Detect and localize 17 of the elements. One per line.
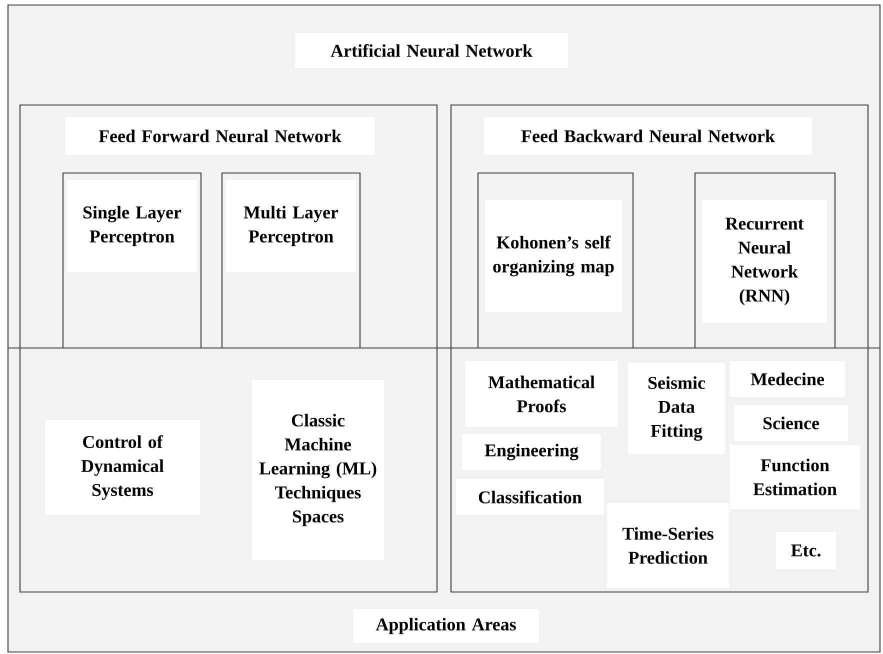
heading: Application Areas (353, 609, 539, 643)
application-label: Function Estimation (730, 445, 860, 509)
model-box: Single Layer Perceptron (62, 172, 202, 349)
model-box: Recurrent Neural Network (RNN) (694, 172, 836, 349)
application-label: Control of Dynamical Systems (45, 420, 200, 515)
heading: Artificial Neural Network (295, 33, 568, 68)
application-label: Classic Machine Learning (ML) Techniques Spaces (252, 380, 384, 560)
application-label: Medecine (730, 361, 845, 397)
application-label: Time-Series Prediction (607, 503, 729, 588)
model-box: Multi Layer Perceptron (221, 172, 361, 349)
application-label: Science (734, 405, 848, 441)
application-label: Seismic Data Fitting (628, 363, 725, 454)
model-box: Kohonen’s self organizing map (477, 172, 634, 349)
application-label: Etc. (776, 532, 836, 569)
application-label: Mathematical Proofs (465, 361, 618, 427)
application-label: Engineering (462, 434, 601, 470)
application-label: Classification (456, 479, 604, 515)
